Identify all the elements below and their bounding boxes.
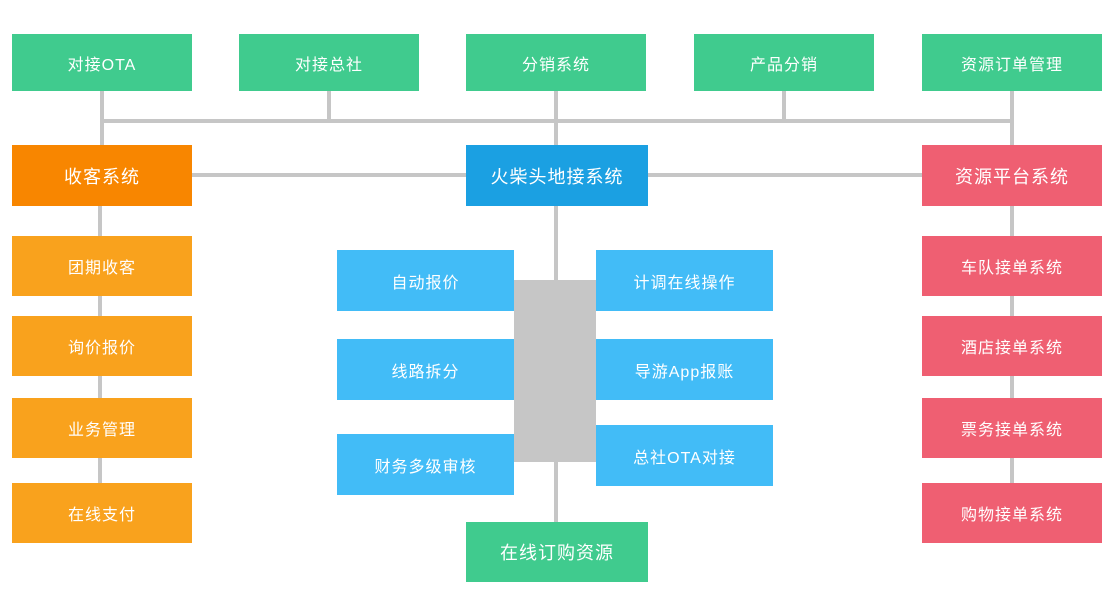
node-inquiry-quote: 询价报价 — [12, 316, 192, 376]
node-hotel-order-system: 酒店接单系统 — [922, 316, 1102, 376]
node-head-office-connect: 对接总社 — [239, 34, 419, 91]
node-operations-online: 计调在线操作 — [596, 250, 773, 311]
node-product-distribution: 产品分销 — [694, 34, 874, 91]
node-online-resource-booking: 在线订购资源 — [466, 522, 648, 582]
node-finance-multilevel-audit: 财务多级审核 — [337, 434, 514, 495]
node-fleet-order-system: 车队接单系统 — [922, 236, 1102, 296]
node-group-booking: 团期收客 — [12, 236, 192, 296]
node-route-split: 线路拆分 — [337, 339, 514, 400]
connector-stub-ota — [100, 91, 104, 145]
node-guide-app-expense: 导游App报账 — [596, 339, 773, 400]
connector-stub-distribution — [554, 91, 558, 145]
node-matchhead-ground-system: 火柴头地接系统 — [466, 145, 648, 206]
node-ticket-order-system: 票务接单系统 — [922, 398, 1102, 458]
node-head-office-ota-connect: 总社OTA对接 — [596, 425, 773, 486]
node-resource-platform-system: 资源平台系统 — [922, 145, 1102, 206]
center-hub-block — [514, 280, 596, 462]
node-auto-quote: 自动报价 — [337, 250, 514, 311]
connector-stub-resource-order — [1010, 91, 1014, 145]
connector-top-bus — [100, 119, 1014, 123]
node-resource-order-management: 资源订单管理 — [922, 34, 1102, 91]
node-customer-intake-system: 收客系统 — [12, 145, 192, 206]
node-online-payment: 在线支付 — [12, 483, 192, 543]
node-business-management: 业务管理 — [12, 398, 192, 458]
connector-mid-left — [192, 173, 466, 177]
node-distribution-system: 分销系统 — [466, 34, 646, 91]
node-shopping-order-system: 购物接单系统 — [922, 483, 1102, 543]
connector-stub-product — [782, 91, 786, 123]
connector-mid-right — [648, 173, 922, 177]
node-ota-connect: 对接OTA — [12, 34, 192, 91]
connector-stub-head-office — [327, 91, 331, 123]
